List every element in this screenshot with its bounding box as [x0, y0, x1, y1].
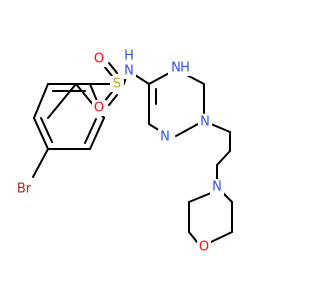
- bromine-label: Br: [17, 182, 32, 197]
- bond: [84, 118, 97, 144]
- ring-nh-n-label: N: [171, 61, 181, 76]
- bond: [108, 94, 118, 106]
- bond: [47, 83, 77, 119]
- structure-diagram: Br S O O N H N H N N: [12, 48, 233, 255]
- oxygen-bottom-atom: O: [92, 100, 106, 116]
- oxygen-bottom-label: O: [94, 101, 104, 116]
- atom-label-layer: Br S O O N H N H N N: [12, 49, 224, 255]
- bond: [108, 62, 118, 74]
- ring-nh-nitrogen: N H: [168, 60, 192, 76]
- oxygen-top-label: O: [94, 52, 104, 67]
- ring-imine-n-label: N: [160, 130, 170, 145]
- bond: [188, 192, 212, 203]
- ring-imine-nitrogen: N: [158, 129, 172, 145]
- morpholine-o-label: O: [199, 240, 209, 255]
- sulfonamide-nitrogen: N H: [122, 49, 136, 79]
- sulfonamide-n-label: N: [124, 64, 134, 79]
- bond: [222, 192, 233, 203]
- bond: [40, 117, 53, 143]
- bond: [134, 74, 150, 85]
- bond: [33, 117, 49, 150]
- bond: [210, 123, 231, 133]
- sulfur-atom: S: [110, 76, 124, 92]
- bond: [210, 231, 233, 243]
- bromine-atom: Br: [12, 181, 36, 197]
- bond: [103, 65, 113, 77]
- bond: [32, 148, 49, 178]
- morpholine-n-label: N: [212, 180, 222, 195]
- morpholine-oxygen: O: [197, 239, 211, 255]
- molecule-canvas: Br S O O N H N H N N: [12, 48, 233, 255]
- bond: [33, 83, 49, 119]
- bond: [148, 71, 172, 85]
- bond: [175, 123, 199, 137]
- morpholine-nitrogen: N: [210, 179, 224, 195]
- bond-layer: [32, 62, 233, 243]
- sulfur-label: S: [113, 77, 121, 92]
- ring-tertiary-n-label: N: [200, 115, 210, 130]
- bond: [188, 231, 198, 243]
- sulfonamide-h-label: H: [124, 49, 134, 64]
- oxygen-top-atom: O: [92, 51, 106, 67]
- bond: [89, 117, 105, 150]
- bond: [216, 150, 231, 166]
- ring-tertiary-nitrogen: N: [198, 114, 212, 130]
- ring-nh-h-label: H: [180, 61, 190, 76]
